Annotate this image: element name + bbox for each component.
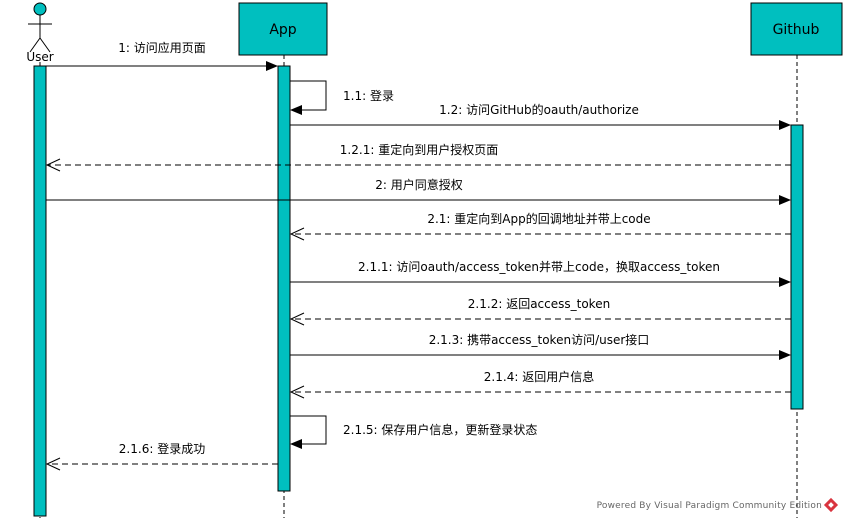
- message-2-1-5-arrow: [290, 415, 327, 449]
- user-actor: User: [26, 2, 54, 64]
- message-2-1-3-label: 2.1.3: 携带access_token访问/user接口: [429, 332, 650, 347]
- message-2-1-arrowhead: [289, 227, 305, 241]
- github-label: Github: [773, 22, 820, 38]
- message-2-1-6-arrowhead: [45, 457, 61, 471]
- message-2-1-5-label: 2.1.5: 保存用户信息，更新登录状态: [343, 422, 537, 437]
- user-activation: [33, 65, 47, 517]
- message-2-label: 2: 用户同意授权: [375, 177, 463, 192]
- message-1-1-label: 1.1: 登录: [343, 88, 394, 103]
- message-2-1-1-label: 2.1.1: 访问oauth/access_token并带上code，换取acc…: [358, 260, 720, 274]
- message-2-1-2-label: 2.1.2: 返回access_token: [468, 297, 610, 311]
- visual-paradigm-logo-icon: [823, 497, 839, 513]
- message-2-1-6-label: 2.1.6: 登录成功: [119, 441, 205, 456]
- github-participant: Github: [750, 2, 843, 56]
- actor-head: [33, 2, 47, 16]
- message-2-1-2-arrowhead: [289, 312, 305, 326]
- message-2-1-4-arrowhead: [289, 385, 305, 399]
- message-1-2-1-label: 1.2.1: 重定向到用户授权页面: [340, 142, 498, 157]
- message-2-1-label: 2.1: 重定向到App的回调地址并带上code: [427, 211, 650, 226]
- footer-watermark: Powered By Visual Paradigm Community Edi…: [597, 501, 822, 511]
- app-label: App: [269, 22, 296, 38]
- message-1-2-1-arrowhead: [45, 158, 61, 172]
- message-1-1-arrow: [290, 80, 327, 115]
- message-2-1-4-label: 2.1.4: 返回用户信息: [484, 369, 594, 384]
- message-1-2-label: 1.2: 访问GitHub的oauth/authorize: [439, 102, 639, 117]
- app-activation: [277, 65, 291, 492]
- user-label: User: [26, 50, 53, 64]
- app-participant: App: [238, 2, 328, 56]
- github-activation: [790, 124, 804, 410]
- message-1-label: 1: 访问应用页面: [118, 40, 206, 55]
